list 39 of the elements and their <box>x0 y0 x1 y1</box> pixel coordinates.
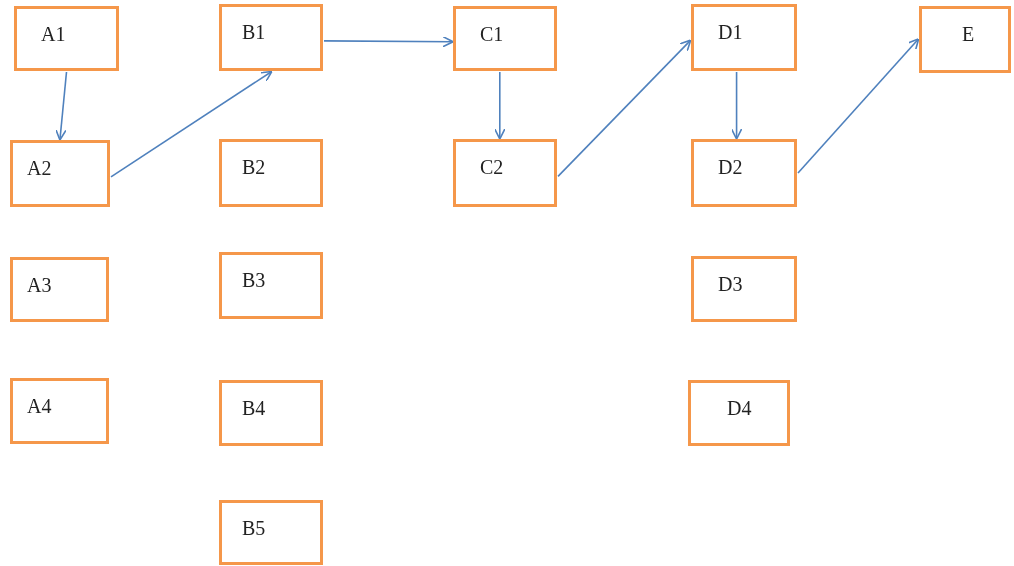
process-box <box>219 252 323 319</box>
node-label: E <box>962 23 975 46</box>
arrow <box>110 70 273 178</box>
process-box <box>453 139 557 207</box>
node-label: D1 <box>718 21 743 44</box>
process-box <box>919 6 1011 73</box>
node-label: B1 <box>242 21 266 44</box>
arrow <box>730 71 743 140</box>
process-box <box>219 4 323 71</box>
process-box <box>691 256 797 322</box>
node-label: C2 <box>480 156 504 179</box>
process-box <box>10 257 109 322</box>
node-label: B2 <box>242 156 266 179</box>
process-box <box>691 4 797 71</box>
node-label: D4 <box>727 397 752 420</box>
process-box <box>10 378 109 444</box>
process-box <box>688 380 790 446</box>
node-label: B4 <box>242 397 266 420</box>
arrow <box>55 71 68 141</box>
node-label: A3 <box>27 274 52 297</box>
process-box <box>219 380 323 446</box>
arrow <box>797 37 920 174</box>
process-box <box>10 140 110 207</box>
process-box <box>14 6 119 71</box>
node-label: B3 <box>242 269 266 292</box>
process-box <box>453 6 557 71</box>
arrow <box>557 39 692 178</box>
node-label: B5 <box>242 517 266 540</box>
process-box <box>219 139 323 207</box>
node-label: C1 <box>480 23 504 46</box>
node-label: D2 <box>718 156 743 179</box>
arrow <box>494 71 506 140</box>
node-label: A4 <box>27 395 52 418</box>
arrow <box>323 35 454 48</box>
process-box <box>691 139 797 207</box>
process-box <box>219 500 323 565</box>
node-label: D3 <box>718 273 743 296</box>
node-label: A1 <box>41 23 66 46</box>
node-label: A2 <box>27 157 52 180</box>
